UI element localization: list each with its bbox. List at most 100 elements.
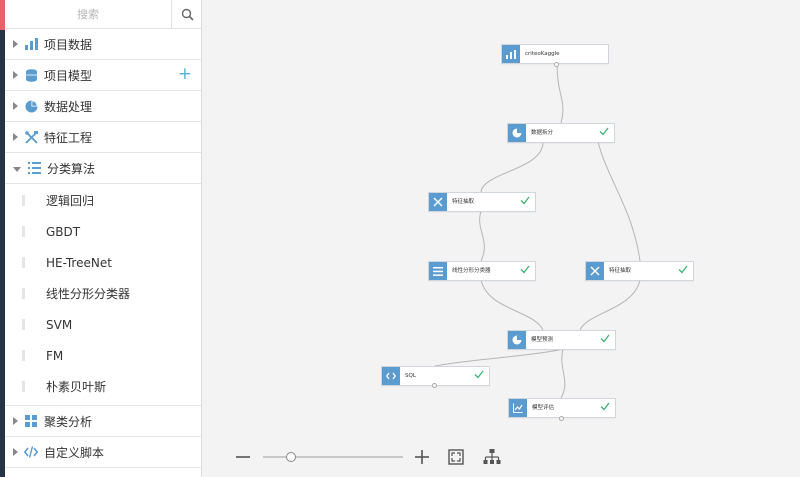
search-button[interactable] (171, 0, 201, 28)
node-criteo-kaggle[interactable]: criteoKaggle (501, 44, 609, 64)
node-model-predict[interactable]: 模型预测 (507, 330, 616, 350)
algorithm-label: 朴素贝叶斯 (46, 380, 107, 394)
edge-predict-to-eval (560, 348, 566, 399)
node-label: 数据拆分 (531, 130, 554, 136)
node-model-eval[interactable]: 模型评估 (508, 398, 616, 418)
workflow-canvas[interactable]: criteoKaggle 数据拆分 特征抽取 线性分形分类器 特征抽取 模型预测 (203, 0, 800, 477)
node-label: 模型评估 (532, 405, 555, 411)
edge-predict-to-sql (434, 348, 564, 367)
fit-screen-button[interactable] (446, 447, 466, 467)
edge-split-to-extract2 (597, 141, 641, 262)
check-icon (600, 402, 610, 411)
node-label: 特征抽取 (609, 268, 632, 274)
bar-chart-icon (24, 37, 38, 51)
category-label: 数据处理 (44, 99, 93, 114)
algorithm-label: 逻辑回归 (46, 194, 95, 208)
node-label: 线性分形分类器 (452, 268, 491, 274)
search-input[interactable] (5, 0, 171, 28)
category-custom-script[interactable]: 自定义脚本 (5, 437, 201, 468)
category-label: 自定义脚本 (44, 445, 105, 460)
classification-algorithm-list: 逻辑回归 GBDT HE-TreeNet 线性分形分类器 SVM FM 朴素贝叶… (5, 184, 201, 406)
algorithm-item-he-treenet[interactable]: HE-TreeNet (5, 247, 201, 278)
node-linear-classifier[interactable]: 线性分形分类器 (428, 261, 536, 281)
node-feature-extract-1[interactable]: 特征抽取 (428, 192, 536, 212)
caret-right-icon (13, 102, 18, 110)
algorithm-item-svm[interactable]: SVM (5, 309, 201, 340)
zoom-slider-handle[interactable] (286, 452, 296, 462)
drag-handle (22, 381, 25, 392)
category-data-processing[interactable]: 数据处理 (5, 91, 201, 122)
category-label: 项目模型 (44, 68, 93, 83)
drag-handle (22, 257, 25, 268)
caret-down-icon (13, 166, 21, 172)
node-feature-extract-2[interactable]: 特征抽取 (585, 261, 694, 281)
algorithm-label: GBDT (46, 224, 81, 239)
category-classification[interactable]: 分类算法 (5, 153, 201, 184)
caret-right-icon (13, 71, 18, 79)
search-icon (181, 8, 194, 21)
bar-chart-icon (502, 45, 520, 63)
zoom-in-button[interactable] (412, 447, 432, 467)
auto-layout-button[interactable] (482, 447, 502, 467)
node-label: criteoKaggle (525, 51, 560, 57)
tools-icon (586, 262, 604, 280)
drag-handle (22, 350, 25, 361)
category-clustering[interactable]: 聚类分析 (5, 406, 201, 437)
side-edge-strip (0, 0, 5, 477)
algorithm-item-linear-fractal-classifier[interactable]: 线性分形分类器 (5, 278, 201, 309)
category-feature-engineering[interactable]: 特征工程 (5, 122, 201, 153)
check-icon (520, 196, 530, 205)
edge-extract1-to-linear (479, 210, 485, 262)
search-bar (5, 0, 201, 29)
algorithm-label: SVM (46, 317, 73, 332)
node-sql[interactable]: SQL (381, 366, 490, 386)
output-port[interactable] (554, 62, 559, 67)
check-icon (599, 127, 609, 136)
algorithm-item-logistic-regression[interactable]: 逻辑回归 (5, 185, 201, 216)
database-icon (24, 68, 38, 82)
edge-criteo-to-split (556, 63, 564, 124)
node-label: 特征抽取 (452, 199, 475, 205)
output-port[interactable] (432, 383, 437, 388)
pie-chart-icon (508, 331, 526, 349)
canvas-toolbar (203, 440, 800, 474)
category-label: 分类算法 (47, 161, 96, 176)
drag-handle (22, 288, 25, 299)
category-label: 项目数据 (44, 37, 93, 52)
algorithm-label: FM (46, 348, 64, 363)
category-project-data[interactable]: 项目数据 (5, 29, 201, 60)
pie-chart-icon (508, 124, 526, 142)
node-label: SQL (405, 373, 416, 379)
algorithm-item-naive-bayes[interactable]: 朴素贝叶斯 (5, 371, 201, 402)
zoom-out-button[interactable] (233, 447, 253, 467)
caret-right-icon (13, 448, 18, 456)
code-icon (24, 445, 38, 459)
component-sidebar: 项目数据 项目模型 + 数据处理 特征工程 (5, 0, 202, 477)
drag-handle (22, 226, 25, 237)
pie-chart-icon (24, 99, 38, 113)
caret-right-icon (13, 40, 18, 48)
algorithm-label: HE-TreeNet (46, 255, 112, 270)
tools-icon (429, 193, 447, 211)
algorithm-item-fm[interactable]: FM (5, 340, 201, 371)
category-label: 聚类分析 (44, 414, 93, 429)
category-label: 特征工程 (44, 130, 93, 145)
list-icon (429, 262, 447, 280)
node-label: 模型预测 (531, 337, 554, 343)
output-port[interactable] (559, 416, 564, 421)
tools-icon (24, 130, 38, 144)
edge-linear-to-predict (480, 279, 544, 331)
grid-icon (24, 414, 38, 428)
category-project-model[interactable]: 项目模型 + (5, 60, 201, 91)
code-icon (382, 367, 400, 385)
algorithm-item-gbdt[interactable]: GBDT (5, 216, 201, 247)
line-chart-icon (509, 399, 527, 417)
zoom-slider[interactable] (263, 456, 403, 458)
add-model-button[interactable]: + (177, 64, 192, 84)
check-icon (678, 265, 688, 274)
caret-right-icon (13, 133, 18, 141)
drag-handle (22, 319, 25, 330)
list-icon (27, 161, 41, 175)
node-data-split[interactable]: 数据拆分 (507, 123, 615, 143)
